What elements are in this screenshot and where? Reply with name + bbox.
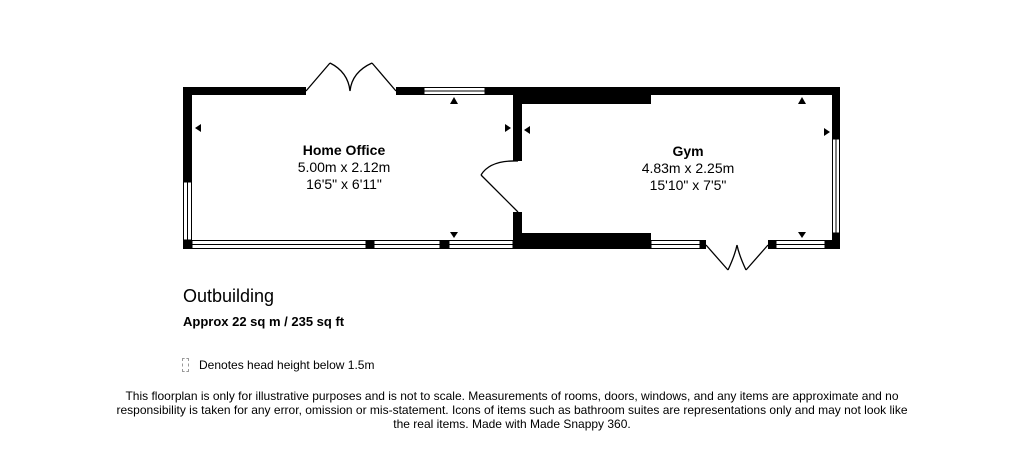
wall-gym-top-thick — [513, 87, 651, 104]
wall-top-mid — [396, 87, 424, 95]
room-name: Home Office — [303, 142, 386, 158]
marker-arrow-right — [824, 128, 830, 136]
room-gym: Gym 4.83m x 2.25m 15'10" x 7'5" — [642, 143, 735, 193]
door-top-swing — [329, 62, 373, 92]
doors — [305, 62, 769, 271]
door-top-leaves — [305, 62, 397, 92]
room-metric: 4.83m x 2.25m — [642, 160, 735, 176]
wall-right-upper — [832, 87, 840, 139]
wall-left-upper — [183, 87, 192, 182]
room-imperial: 16'5" x 6'11" — [306, 176, 382, 192]
head-height-swatch-icon — [182, 358, 189, 372]
disclaimer: This floorplan is only for illustrative … — [116, 389, 908, 431]
room-home-office: Home Office 5.00m x 2.12m 16'5" x 6'11" — [298, 142, 391, 192]
marker-arrow-down — [798, 232, 806, 238]
wall-bottom-right-corner — [825, 240, 840, 249]
wall-divider-upper — [513, 95, 522, 161]
marker-arrow-down — [450, 232, 458, 238]
wall-gym-bottom-thick — [513, 233, 651, 249]
wall-left-corner — [183, 240, 192, 249]
marker-arrow-left — [524, 126, 530, 134]
door-bottom-leaves — [705, 244, 769, 271]
room-metric: 5.00m x 2.12m — [298, 159, 391, 175]
room-imperial: 15'10" x 7'5" — [650, 177, 727, 193]
room-name: Gym — [672, 143, 703, 159]
door-internal-swing — [480, 160, 519, 176]
marker-arrow-up — [798, 97, 806, 104]
walls — [183, 87, 840, 249]
height-markers — [195, 97, 830, 238]
floorplan-drawing: Home Office 5.00m x 2.12m 16'5" x 6'11" … — [183, 62, 840, 271]
wall-bottom-post-1 — [366, 240, 374, 249]
building-area: Approx 22 sq m / 235 sq ft — [183, 314, 345, 329]
marker-arrow-up — [450, 97, 458, 104]
door-internal-leaf — [480, 174, 519, 213]
door-bottom-swing — [727, 244, 747, 271]
legend-label: Denotes head height below 1.5m — [199, 358, 375, 372]
wall-divider-lower — [513, 212, 522, 249]
wall-bottom-door-left — [700, 240, 706, 249]
wall-top-right — [485, 87, 840, 95]
legend: Denotes head height below 1.5m — [182, 358, 374, 372]
building-title: Outbuilding — [183, 286, 275, 306]
windows — [183, 87, 840, 249]
wall-bottom-door-right — [768, 240, 776, 249]
marker-arrow-right — [505, 124, 511, 132]
wall-top-left — [183, 87, 306, 95]
marker-arrow-left — [195, 124, 201, 132]
wall-bottom-post-2 — [440, 240, 449, 249]
